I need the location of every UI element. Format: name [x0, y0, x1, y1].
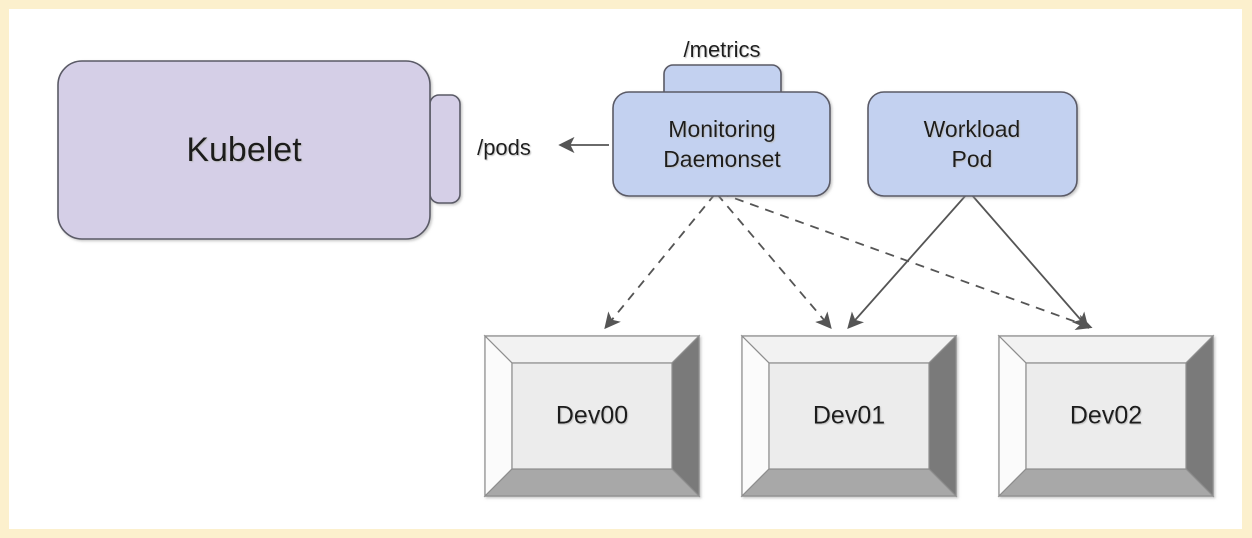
- dev00-bevel-bottom: [483, 468, 701, 497]
- node-dev01[interactable]: [740, 334, 958, 498]
- edge-monitoring-to-dev02: [719, 192, 1093, 331]
- dev02-bevel-left: [998, 334, 1027, 498]
- node-dev02[interactable]: [997, 334, 1215, 498]
- dev02-bevel-top: [997, 335, 1215, 364]
- dev01-label: Dev01: [813, 402, 885, 430]
- kubelet-label: Kubelet: [186, 131, 302, 169]
- dev00-bevel-right: [671, 334, 700, 498]
- dev00-face[interactable]: [511, 362, 673, 470]
- monitoring-body[interactable]: [612, 91, 831, 197]
- dev02-label: Dev02: [1070, 402, 1142, 430]
- node-dev00[interactable]: [483, 334, 701, 498]
- dev00-bevel-left: [484, 334, 513, 498]
- edge-monitoring-to-dev00: [604, 193, 716, 330]
- edge-monitoring-to-dev01: [716, 193, 832, 330]
- dev01-face[interactable]: [768, 362, 930, 470]
- dev01-bevel-bottom: [740, 468, 958, 497]
- edge-workload-to-dev02: [970, 193, 1089, 330]
- architecture-diagram: Kubelet /pods /metrics Monitoring Daemon…: [57, 37, 1215, 498]
- dev01-bevel-left: [741, 334, 770, 498]
- dev02-bevel-bottom: [997, 468, 1215, 497]
- dev00-label: Dev00: [556, 402, 628, 430]
- workload-pod-body[interactable]: [867, 91, 1078, 197]
- edge-workload-to-dev01: [847, 193, 968, 330]
- edge-layer: [558, 136, 1093, 331]
- node-monitoring-daemonset[interactable]: [612, 64, 831, 197]
- dev01-bevel-right: [928, 334, 957, 498]
- dev01-bevel-top: [740, 335, 958, 364]
- pods-endpoint-label: /pods: [477, 135, 531, 160]
- diagram-canvas: Kubelet /pods /metrics Monitoring Daemon…: [9, 9, 1242, 529]
- metrics-endpoint-label: /metrics: [684, 37, 761, 62]
- monitoring-label-line2: Daemonset: [663, 146, 781, 172]
- kubelet-pods-tab[interactable]: [429, 94, 461, 204]
- monitoring-label-line1: Monitoring: [668, 116, 775, 142]
- kubelet-body[interactable]: [57, 60, 431, 240]
- dev00-bevel-top: [483, 335, 701, 364]
- node-workload-pod[interactable]: [867, 91, 1078, 197]
- node-kubelet[interactable]: [57, 60, 461, 240]
- dev02-face[interactable]: [1025, 362, 1187, 470]
- workload-pod-label-line2: Pod: [952, 146, 993, 172]
- workload-pod-label-line1: Workload: [924, 116, 1021, 142]
- dev02-bevel-right: [1185, 334, 1214, 498]
